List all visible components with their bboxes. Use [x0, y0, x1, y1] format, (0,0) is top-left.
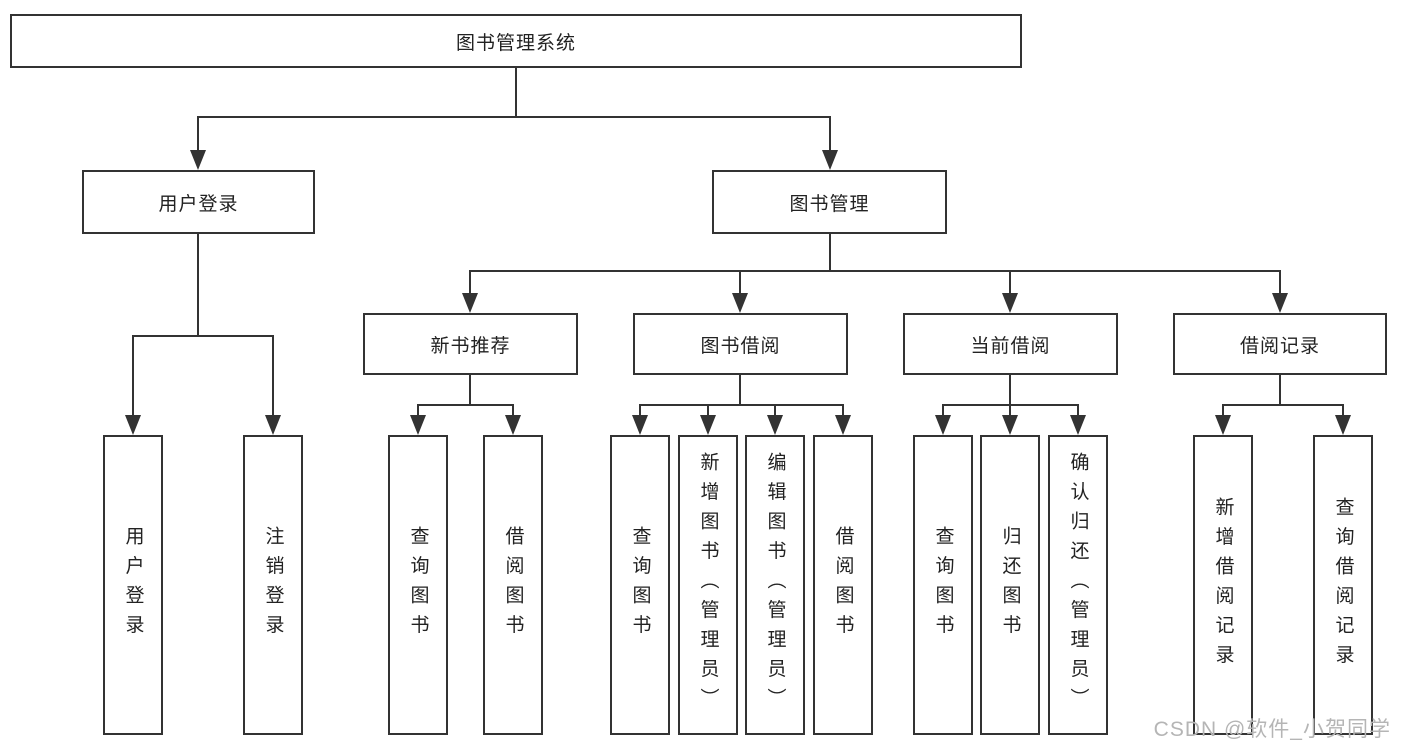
node-root-label: 图书管理系统: [455, 32, 576, 54]
leaf-query-books-current: 查询图书: [913, 435, 973, 735]
node-book-management-label: 图书管理: [789, 193, 870, 215]
leaf-return-books: 归还图书: [980, 435, 1040, 735]
leaf-add-books-admin-label: 新增图书（管理员）: [697, 452, 719, 718]
node-user-login: 用户登录: [82, 170, 315, 234]
leaf-borrow-books-recommend-label: 借阅图书: [502, 526, 524, 644]
leaf-borrow-books-label: 借阅图书: [832, 526, 854, 644]
leaf-add-borrow-record-label: 新增借阅记录: [1212, 496, 1234, 674]
node-current-borrowing-label: 当前借阅: [970, 335, 1051, 357]
node-new-book-recommend: 新书推荐: [363, 313, 578, 375]
leaf-user-login: 用户登录: [103, 435, 163, 735]
leaf-borrow-books-recommend: 借阅图书: [483, 435, 543, 735]
leaf-query-books-borrowing-label: 查询图书: [629, 526, 651, 644]
node-book-borrowing-label: 图书借阅: [700, 335, 781, 357]
node-user-login-label: 用户登录: [158, 193, 239, 215]
leaf-user-login-label: 用户登录: [122, 526, 144, 644]
leaf-edit-books-admin: 编辑图书（管理员）: [745, 435, 805, 735]
leaf-logout: 注销登录: [243, 435, 303, 735]
leaf-query-borrow-record-label: 查询借阅记录: [1332, 496, 1354, 674]
leaf-query-books-recommend: 查询图书: [388, 435, 448, 735]
leaf-logout-label: 注销登录: [262, 526, 284, 644]
arrowheads: [125, 150, 1351, 435]
csdn-watermark: CSDN @软件_小贺同学: [1153, 718, 1391, 741]
leaf-query-books-recommend-label: 查询图书: [407, 526, 429, 644]
node-borrowing-records: 借阅记录: [1173, 313, 1387, 375]
leaf-query-borrow-record: 查询借阅记录: [1313, 435, 1373, 735]
node-current-borrowing: 当前借阅: [903, 313, 1118, 375]
leaf-query-books-current-label: 查询图书: [932, 526, 954, 644]
node-book-borrowing: 图书借阅: [633, 313, 848, 375]
node-book-management: 图书管理: [712, 170, 947, 234]
leaf-borrow-books: 借阅图书: [813, 435, 873, 735]
leaf-add-books-admin: 新增图书（管理员）: [678, 435, 738, 735]
leaf-edit-books-admin-label: 编辑图书（管理员）: [764, 452, 786, 718]
leaf-query-books-borrowing: 查询图书: [610, 435, 670, 735]
node-new-book-recommend-label: 新书推荐: [430, 335, 511, 357]
node-root-system: 图书管理系统: [10, 14, 1022, 68]
node-borrowing-records-label: 借阅记录: [1239, 335, 1320, 357]
leaf-return-books-label: 归还图书: [999, 526, 1021, 644]
leaf-add-borrow-record: 新增借阅记录: [1193, 435, 1253, 735]
leaf-confirm-return-admin: 确认归还（管理员）: [1048, 435, 1108, 735]
leaf-confirm-return-admin-label: 确认归还（管理员）: [1067, 452, 1089, 718]
